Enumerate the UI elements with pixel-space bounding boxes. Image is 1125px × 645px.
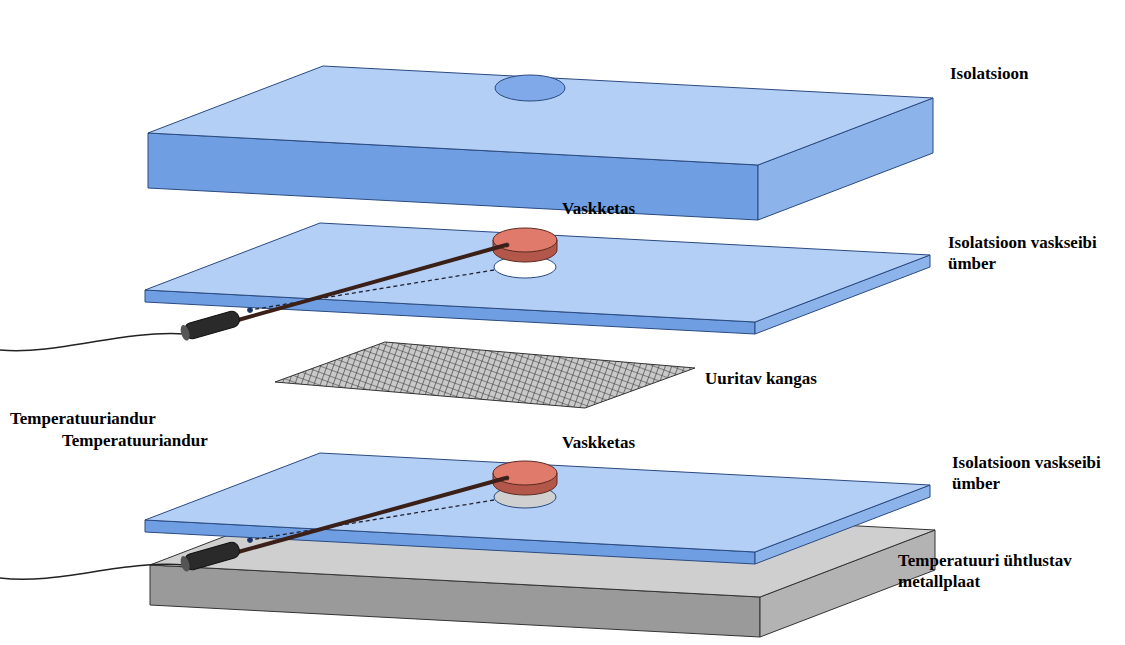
lower-temperature-sensor [0, 478, 506, 579]
sensor-label: Temperatuuriandur [10, 408, 210, 429]
fabric-mesh [275, 342, 695, 408]
sensor-label: Temperatuuriandur [62, 430, 262, 451]
top-insulation-block [148, 66, 933, 220]
part-label: Temperatuuri ühtlustav metallplaat [898, 550, 1118, 592]
part-label: Isolatsioon [950, 63, 1110, 84]
part-label: Uuritav kangas [705, 368, 885, 389]
part-label: Isolatsioon vaskseibi ümber [952, 452, 1102, 494]
part-label: Vaskketas [562, 198, 702, 219]
part-label: Isolatsioon vaskseibi ümber [948, 232, 1098, 274]
upper-temperature-sensor [0, 245, 506, 351]
part-label: Vaskketas [562, 432, 702, 453]
upper-insulation-plate [145, 223, 930, 334]
lower-insulation-plate [145, 453, 930, 564]
